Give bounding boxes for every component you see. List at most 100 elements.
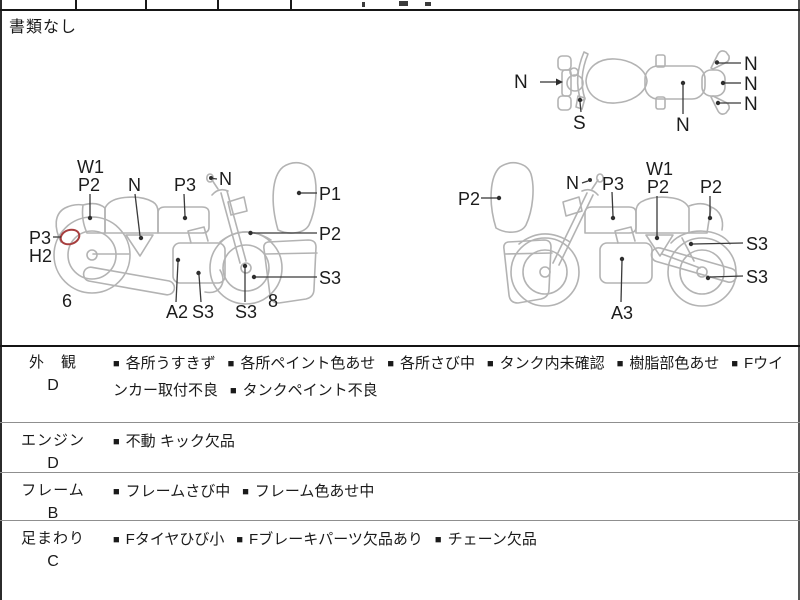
condition-item-text: フレーム色あせ中 (254, 483, 375, 500)
section-cell: エンジン D (0, 429, 106, 473)
condition-item: ■ 不動 キック欠品 (113, 433, 247, 450)
label-p2-screen: P2 (458, 189, 481, 209)
grade-value: D (47, 377, 59, 394)
moto-top-view-art (540, 50, 741, 115)
header-divider (290, 0, 292, 9)
moto-top-view-diagram: N S N N N N (500, 40, 780, 150)
table-row-exterior: 外 観 D ■ 各所うすきず ■ 各所ペイント色あせ ■ 各所さび中 ■ タンク内未確認 ■ 樹脂… (0, 345, 800, 422)
moto-left-side-diagram: W1 P2 N P3 N P1 P2 S3 P3 H2 6 A2 S3 S3 8 (25, 150, 345, 330)
label-n-front: N (514, 72, 528, 93)
condition-item-text: 各所さび中 (400, 355, 476, 372)
label-n-mirror: N (566, 173, 579, 193)
header-divider (145, 0, 147, 9)
label-h2-tail: H2 (29, 246, 53, 266)
label-p2-rear: P2 (700, 177, 723, 197)
condition-item: ■ 各所さび中 (387, 355, 487, 372)
label-s-front: S (573, 113, 586, 134)
condition-item: ■ 樹脂部色あせ (617, 355, 732, 372)
label-p3-tank: P3 (602, 174, 625, 194)
table-row-frame: フレーム B ■ フレームさび中 ■フレーム色あせ中 (0, 472, 800, 523)
condition-item: ■ チェーン欠品 (435, 531, 549, 548)
condition-item-text: 樹脂部色あせ (629, 355, 720, 372)
label-n-mirror: N (219, 169, 232, 189)
bullet-square-icon: ■ (113, 436, 120, 448)
condition-item-text: 不動 キック欠品 (125, 433, 235, 450)
label-s3-shock: S3 (746, 234, 769, 254)
condition-item: ■ タンクペイント不良 (230, 382, 390, 399)
label-n-rear-top: N (744, 54, 758, 75)
condition-item: ■Fウインカー取付不良 (113, 355, 783, 399)
section-label: フレーム (21, 482, 85, 499)
table-row-undercarriage: 足まわり C ■Fタイヤひび小■Fブレーキパーツ欠品あり■チェーン欠品 (0, 520, 800, 600)
label-p2-frame: P2 (647, 177, 670, 197)
grade-value: B (47, 505, 59, 522)
bullet-square-icon: ■ (616, 358, 624, 370)
condition-items: ■各所うすきず■各所ペイント色あせ■各所さび中■タンク内未確認■樹脂部色あせ■F… (113, 345, 793, 405)
condition-item-text: Fタイヤひび小 (125, 531, 225, 548)
condition-item: ■ 各所うすきず (113, 355, 228, 372)
label-a2-engine: A2 (166, 302, 189, 322)
condition-item-text: 各所ペイント色あせ (240, 355, 376, 372)
condition-item: ■ 各所ペイント色あせ (228, 355, 388, 372)
defect-circle-mark (59, 228, 81, 246)
condition-item: ■ タンク内未確認 (487, 355, 617, 372)
label-s3-rear-wheel: S3 (746, 267, 769, 287)
condition-item-text: Fブレーキパーツ欠品あり (249, 531, 423, 548)
label-p2-rear-seat: P2 (78, 175, 101, 195)
bullet-square-icon: ■ (731, 358, 739, 370)
cropped-text-fragment (425, 2, 431, 6)
section-cell: フレーム B (0, 479, 106, 523)
label-n-frame: N (128, 175, 141, 195)
condition-items: ■ 不動 キック欠品 (113, 423, 793, 456)
condition-items: ■ Fタイヤひび小 ■ Fブレーキパーツ欠品あり ■ チェーン欠品 (113, 521, 793, 554)
grade-value: C (47, 553, 59, 570)
cropped-text-fragment (362, 2, 365, 7)
bullet-square-icon: ■ (434, 534, 442, 546)
cropped-text-fragment (399, 1, 408, 6)
cropped-header-row (0, 0, 800, 11)
bullet-square-icon: ■ (227, 358, 235, 370)
condition-item: ■ Fブレーキパーツ欠品あり (236, 531, 435, 548)
section-label: エンジン (20, 432, 85, 449)
label-s3-front-wheel: S3 (319, 268, 342, 288)
bullet-square-icon: ■ (113, 358, 120, 370)
label-w1-rear: W1 (77, 157, 104, 177)
bullet-square-icon: ■ (487, 358, 494, 370)
label-n-rear-mid: N (744, 74, 758, 95)
section-cell: 外 観 D (0, 351, 106, 395)
condition-item-text: 各所うすきず (125, 355, 216, 372)
condition-item-text: フレームさび中 (125, 483, 231, 500)
condition-item: ■フレーム色あせ中 (242, 483, 386, 500)
label-p1-screen: P1 (319, 184, 342, 204)
label-s3-fork: S3 (235, 302, 258, 322)
condition-item-text: チェーン欠品 (447, 531, 537, 548)
condition-items: ■ フレームさび中 ■フレーム色あせ中 (113, 473, 793, 506)
grade-value: D (47, 455, 59, 472)
section-label: 外 観 (28, 354, 77, 371)
header-divider (75, 0, 77, 9)
moto-right-side-diagram: P2 N P3 W1 P2 P2 S3 S3 A3 (440, 150, 800, 330)
diagram-number-rear: 6 (62, 291, 73, 311)
condition-item-text: タンク内未確認 (499, 355, 605, 372)
label-p2-fender: P2 (319, 224, 342, 244)
condition-item-text: Fウインカー取付不良 (113, 355, 784, 399)
moto-left-side-art (53, 162, 318, 305)
bullet-square-icon: ■ (387, 358, 394, 370)
label-n-seat: N (676, 115, 690, 136)
bullet-square-icon: ■ (230, 385, 237, 397)
bullet-square-icon: ■ (113, 486, 120, 498)
condition-item: ■ フレームさび中 (113, 483, 242, 500)
label-w1-frame: W1 (646, 159, 673, 179)
bullet-square-icon: ■ (113, 534, 120, 546)
condition-item-text: タンクペイント不良 (242, 382, 378, 399)
label-p3-tail: P3 (29, 228, 52, 248)
label-s3-exhaust: S3 (192, 302, 215, 322)
label-p3-tank: P3 (174, 175, 197, 195)
header-divider (217, 0, 219, 9)
condition-table: 外 観 D ■ 各所うすきず ■ 各所ペイント色あせ ■ 各所さび中 ■ タンク内未確認 ■ 樹脂… (0, 345, 800, 600)
label-a3-engine: A3 (611, 303, 634, 323)
bullet-square-icon: ■ (236, 534, 244, 546)
table-top-border (0, 345, 800, 347)
